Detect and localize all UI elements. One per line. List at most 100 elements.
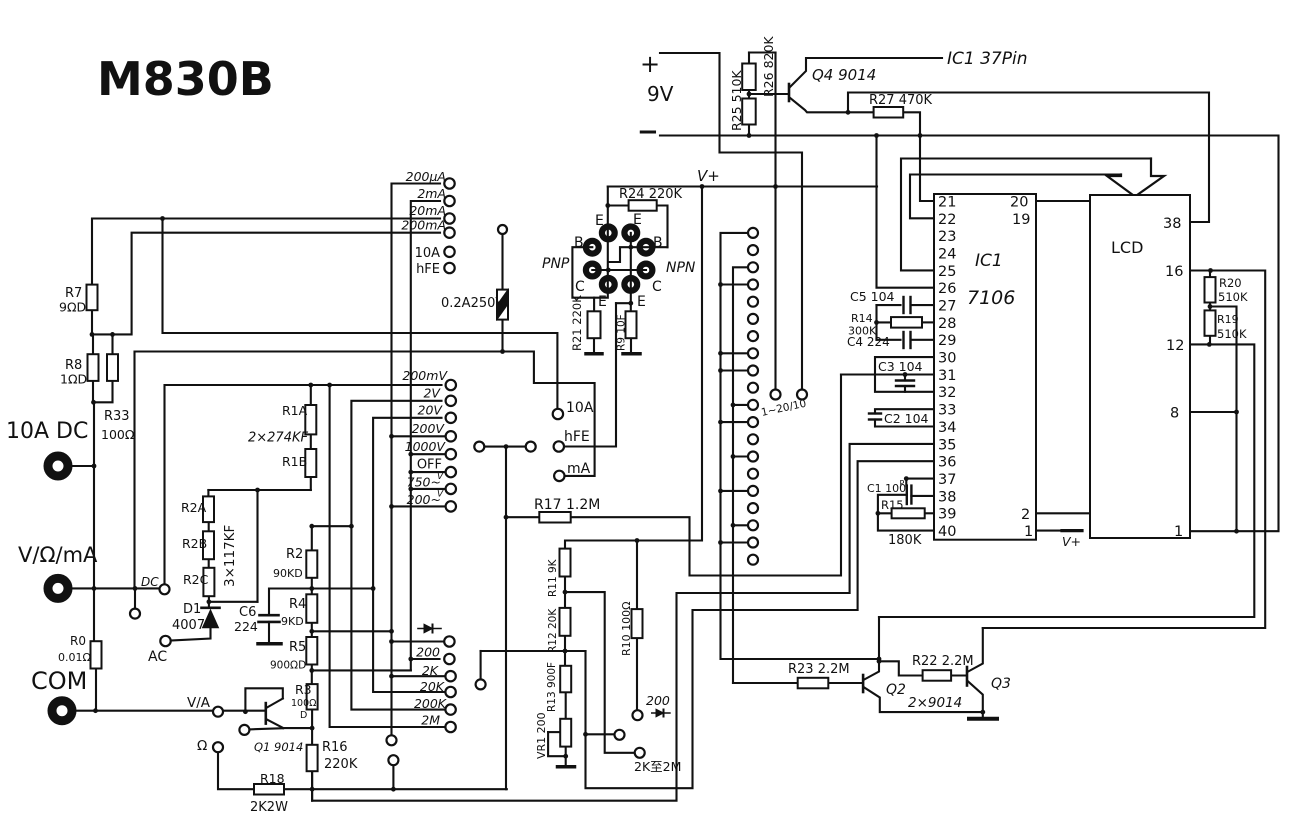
label-rng_20v: 20V — [418, 403, 444, 418]
junction-dot — [876, 656, 882, 662]
label-r8: R8 — [65, 358, 82, 373]
label-r8v: 1ΩD — [60, 372, 87, 387]
r18-body — [253, 783, 285, 796]
r2a-body — [202, 495, 215, 524]
diodeB-triangle — [655, 708, 665, 718]
label-rng_diode_200: 200 — [646, 693, 670, 708]
junction-dot — [562, 589, 568, 595]
label-r16v: 220K — [324, 757, 358, 772]
ic1-pin-33: 33 — [938, 403, 956, 419]
net-d1-ac — [169, 626, 212, 642]
wiper-contact — [746, 433, 760, 446]
label-r20v: 510K — [1218, 290, 1248, 304]
ic1-pin-29: 29 — [938, 333, 956, 349]
label-npn: NPN — [666, 260, 696, 276]
r19-body — [1203, 309, 1217, 337]
junction-dot — [309, 725, 315, 731]
label-c4: C4 224 — [847, 335, 890, 349]
label-battery_v: 9V — [647, 82, 674, 106]
label-r16: R16 — [322, 740, 348, 755]
label-r10: R10 100Ω — [620, 601, 633, 656]
label-r21: R21 220K — [570, 295, 584, 351]
contact-diode — [443, 635, 456, 648]
label-ic1: IC1 — [975, 251, 1003, 271]
wiper-contact — [746, 553, 760, 566]
net-200ma-junction — [90, 231, 442, 336]
contact-ma-b — [552, 469, 566, 483]
label-q2: Q2 — [886, 682, 906, 698]
label-e3: E — [598, 294, 607, 310]
label-vr1: VR1 200 — [535, 712, 548, 759]
label-rng_2k2m: 2K至2M — [634, 759, 681, 774]
label-battery_plus: + — [640, 50, 660, 78]
contact-orphan-bottom — [387, 754, 400, 767]
label-r7: R7 — [65, 286, 82, 301]
r11-body — [558, 547, 572, 578]
label-r20: R20 — [1219, 276, 1242, 290]
label-sc1: C — [575, 279, 585, 295]
contact-10a — [443, 245, 456, 259]
junction-dot — [874, 133, 879, 138]
wiper-contact — [746, 244, 760, 257]
junction-dot — [875, 510, 881, 516]
junction-dot — [309, 628, 315, 634]
label-rng_20k: 20K — [420, 679, 446, 694]
net-pin25-bus — [899, 157, 1153, 272]
junction-dot — [605, 203, 611, 208]
net-r11r12-circle2 — [563, 591, 636, 754]
q1-coll — [265, 697, 285, 709]
contact-200ma — [443, 226, 456, 239]
label-r1b: R1B — [282, 454, 307, 469]
contact-va-b — [238, 723, 251, 737]
label-r0: R0 — [70, 634, 86, 648]
wiper-contact — [746, 381, 760, 394]
r8-body — [86, 353, 100, 382]
junction-dot — [917, 133, 923, 138]
net-vplus-r11 — [563, 185, 704, 550]
contact-1000v — [444, 447, 458, 461]
net-2v-200k — [350, 399, 447, 711]
junction-dot — [562, 648, 568, 654]
junction-dot — [408, 469, 414, 475]
wiper-contact — [746, 364, 760, 377]
r7-body — [85, 283, 99, 312]
label-r2v: 90KD — [273, 567, 303, 580]
net-pin31-r17 — [569, 373, 936, 577]
socket-pin-npn-b — [636, 237, 656, 257]
contact-750ac — [444, 482, 458, 496]
label-b2: B — [653, 235, 663, 251]
label-vplus_socket: V+ — [697, 167, 720, 185]
label-r24: R24 220K — [619, 187, 683, 202]
net-pin38-lcd — [846, 91, 1211, 224]
wiper-contact — [746, 416, 760, 429]
ic1-pin-30: 30 — [938, 351, 956, 367]
junction-dot — [389, 433, 394, 439]
ic1-pin-21: 21 — [938, 195, 956, 211]
contact-200ua — [443, 177, 456, 190]
label-rng_200k: 200K — [414, 696, 448, 711]
label-d1: D1 — [183, 602, 201, 617]
label-rng_200r: 200 — [416, 645, 440, 660]
contact-20k-b — [474, 678, 487, 691]
label-c6: C6 — [239, 605, 256, 620]
net-socket-b-left-bracket — [571, 246, 596, 299]
contact-2v — [444, 394, 458, 408]
label-c1c: C1 100 — [867, 482, 906, 495]
junction-dot — [389, 639, 394, 644]
label-ac: AC — [148, 649, 167, 665]
net-c6-top — [267, 587, 313, 617]
label-rng_hfe: hFE — [416, 262, 440, 277]
junction-dot — [308, 382, 314, 388]
q1-emit — [265, 718, 285, 730]
contact-off — [444, 465, 458, 479]
label-pnp: PNP — [542, 256, 570, 272]
junction-dot — [628, 300, 634, 306]
net-ohm-stem — [216, 751, 256, 791]
net-10a-contact — [161, 217, 559, 411]
contact-20ma — [443, 212, 456, 225]
label-q3: Q3 — [991, 676, 1011, 692]
contact-ac — [159, 634, 172, 648]
jack-com — [47, 696, 77, 726]
ic1-pin-19: 19 — [1012, 212, 1030, 228]
label-r2abc_v: 3×117KF — [222, 525, 238, 587]
